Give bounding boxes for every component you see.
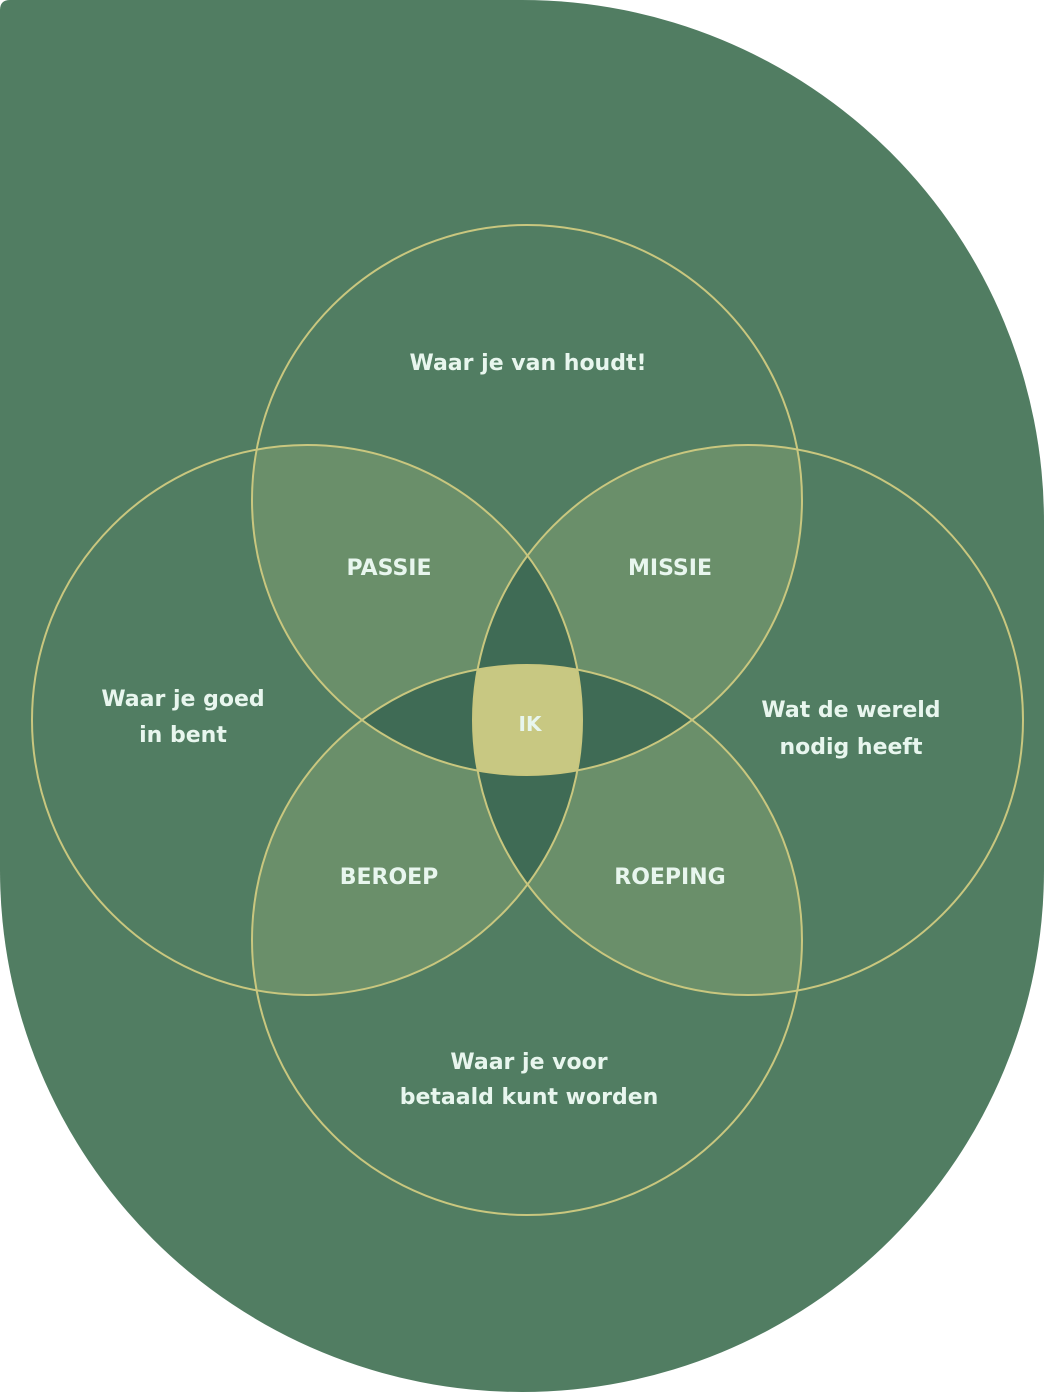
label-right-circle-line2: nodig heeft bbox=[779, 735, 923, 760]
circle-right bbox=[472, 444, 1024, 996]
circle-top bbox=[251, 224, 803, 776]
label-left-circle-line2: in bent bbox=[139, 723, 227, 748]
label-left-circle-line1: Waar je goed bbox=[101, 687, 264, 712]
label-top-circle: Waar je van houdt! bbox=[409, 351, 646, 376]
circle-left bbox=[31, 444, 583, 996]
circle-bottom bbox=[251, 664, 803, 1216]
label-ik: IK bbox=[519, 712, 543, 736]
label-bottom-circle-line2: betaald kunt worden bbox=[400, 1085, 659, 1110]
label-beroep: BEROEP bbox=[340, 865, 439, 890]
label-missie: MISSIE bbox=[628, 556, 712, 581]
label-passie: PASSIE bbox=[346, 556, 431, 581]
label-roeping: ROEPING bbox=[614, 865, 725, 890]
label-right-circle-line1: Wat de wereld bbox=[761, 698, 940, 723]
label-bottom-circle-line1: Waar je voor bbox=[450, 1050, 607, 1075]
